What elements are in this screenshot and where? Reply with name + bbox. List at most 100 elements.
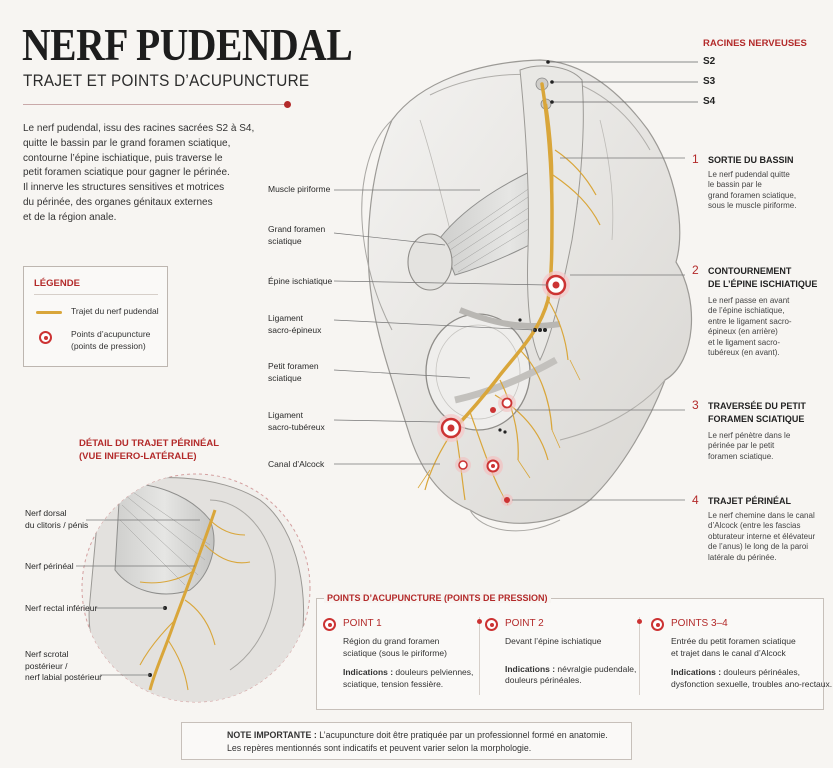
sacrotuberous-ligament [454,356,558,404]
label-ischial-spine: Épine ischiatique [268,276,333,286]
point-description: Entrée du petit foramen sciatique et tra… [671,636,811,659]
label-line: postérieur / [25,660,68,671]
step-title-line: CONTOURNEMENT [708,266,792,276]
label-greater-sciatic-foramen: Grand foramen sciatique [268,224,325,247]
step-desc-line: Le nerf passe en avant [708,296,790,305]
point-description: Région du grand foramen sciatique (sous … [343,636,483,659]
step-description: Le nerf passe en avant de l’épine ischia… [708,296,792,358]
legend-nerve-label: Trajet du nerf pudendal [71,306,159,316]
intro-line: et de la région anale. [23,211,117,223]
point-name: POINT 2 [505,618,544,629]
acupuncture-points-box: POINTS D’ACUPUNCTURE (POINTS DE PRESSION… [316,593,833,710]
step-description: Le nerf pudendal quitte le bassin par le… [708,170,796,212]
important-note-text: NOTE IMPORTANTE : L’acupuncture doit êtr… [227,729,608,754]
intro-line: Il innerve les structures sensitives et … [23,182,225,194]
step-desc-line: le bassin par le [708,180,762,190]
label-lesser-sciatic-foramen: Petit foramen sciatique [268,361,319,384]
step-number: 3 [692,398,699,412]
indications-label: Indications : [671,667,722,677]
legend-point-label-line: (points de pression) [71,341,146,351]
column-divider [477,617,482,695]
label-line: Ligament [268,313,303,323]
intro-line: du périnée, des organes génitaux externe… [23,196,213,208]
label-piriformis: Muscle piriforme [268,184,331,194]
point-indications: Indications : douleurs périnéales, dysfo… [671,667,833,690]
intro-line: petit foramen sciatique pour gagner le p… [23,167,230,179]
intro-line: contourne l’épine ischiatique, puis trav… [23,152,223,164]
label-inferior-rectal-nerve: Nerf rectal inférieur [25,603,98,613]
step-desc-line: de l’anus) le long de la paroi [708,542,809,552]
step-title-line: DE L’ÉPINE ISCHIATIQUE [708,279,818,289]
step-title: TRAJET PÉRINÉAL [708,495,791,508]
acupuncture-point [437,414,465,442]
point-indications: Indications : douleurs pelviennes, sciat… [343,667,483,690]
label-scrotal-nerve: Nerf scrotal postérieur / nerf labial po… [25,649,102,684]
step-desc-line: tubéreux (en avant). [708,348,780,358]
legend-point-label: Points d’acupuncture (points de pression… [71,328,150,352]
indications-text: sciatique, tension fessière. [343,678,444,689]
point-name: POINT 1 [343,618,382,629]
label-line: sciatique [268,372,302,383]
note-line: L’acupuncture doit être pratiquée par un… [316,730,608,740]
point-description: Devant l’épine ischiatique [505,636,645,648]
acupuncture-point-icon [651,618,664,631]
label-line: sciatique [268,235,302,246]
acupuncture-point [483,456,503,476]
obturator-foramen [425,313,531,431]
point-card: POINT 2 Devant l’épine ischiatique Indic… [485,617,645,687]
step-description: Le nerf pénètre dans le périnée par le p… [708,431,790,462]
page-title: NERF PUDENDAL [22,19,353,70]
step-title-line: TRAVERSÉE DU PETIT [708,401,806,411]
step-desc-line: grand foramen sciatique, [708,190,797,200]
step-number: 1 [692,152,699,166]
legend-point-label-line: Points d’acupuncture [71,329,151,339]
step-number: 4 [692,493,699,507]
point-indications: Indications : névralgie pudendale, doule… [505,664,645,687]
legend-divider [34,294,158,295]
step-title: TRAVERSÉE DU PETIT FORAMEN SCIATIQUE [708,400,806,426]
column-divider [637,617,642,695]
intro-line: quitte le bassin par le grand foramen sc… [23,137,231,149]
root-label-s2: S2 [703,56,716,67]
femoral-head [407,233,453,291]
label-line: Nerf scrotal [25,649,69,659]
step-desc-line: périnée par le petit [708,441,775,451]
point-desc-line: sciatique (sous le piriforme) [343,647,447,658]
indications-label: Indications : [343,667,394,677]
point-desc-line: Région du grand foramen [343,636,440,646]
step-title-line: TRAJET PÉRINÉAL [708,496,792,506]
indications-text: douleurs pelviennes, [393,667,474,677]
acupuncture-point [490,394,516,413]
label-line: sacro-épineux [268,324,322,335]
nerve-path-swatch [36,311,62,314]
acupuncture-point [455,457,471,473]
roots-title: RACINES NERVEUSES [703,38,807,49]
point-card: POINTS 3–4 Entrée du petit foramen sciat… [651,617,833,690]
legend-box: LÉGENDE Trajet du nerf pudendal Points d… [23,266,168,367]
step-desc-line: Le nerf pudendal quitte [708,170,790,179]
detail-title: DÉTAIL DU TRAJET PÉRINÉAL (VUE INFERO-LA… [79,437,219,463]
acupuncture-point [542,271,570,299]
point-name: POINTS 3–4 [671,618,728,629]
intro-line: Le nerf pudendal, issu des racines sacré… [23,123,255,134]
legend-title: LÉGENDE [34,278,80,289]
step-title-line: FORAMEN SCIATIQUE [708,414,805,424]
points-title: POINTS D’ACUPUNCTURE (POINTS DE PRESSION… [324,593,551,603]
title-divider-dot [284,101,291,108]
point-desc-line: et trajet dans le canal d’Alcock [671,647,786,658]
step-desc-line: latérale du périnée. [708,552,777,562]
step-desc-line: et le ligament sacro- [708,337,781,347]
step-leader-lines [512,157,685,501]
point-card: POINT 1 Région du grand foramen sciatiqu… [323,617,483,690]
label-dorsal-nerve: Nerf dorsal du clitoris / pénis [25,508,88,531]
step-title-line: SORTIE DU BASSIN [708,155,794,165]
step-number: 2 [692,263,699,277]
note-label: NOTE IMPORTANTE : [227,730,317,740]
indications-text: dysfonction sexuelle, troubles ano-recta… [671,678,833,689]
step-desc-line: entre le ligament sacro- [708,316,792,326]
label-line: sacro-tubéreux [268,421,325,432]
label-sacrotuberous-ligament: Ligament sacro-tubéreux [268,410,325,433]
indications-label: Indications : [505,663,556,674]
root-label-s3: S3 [703,76,716,87]
